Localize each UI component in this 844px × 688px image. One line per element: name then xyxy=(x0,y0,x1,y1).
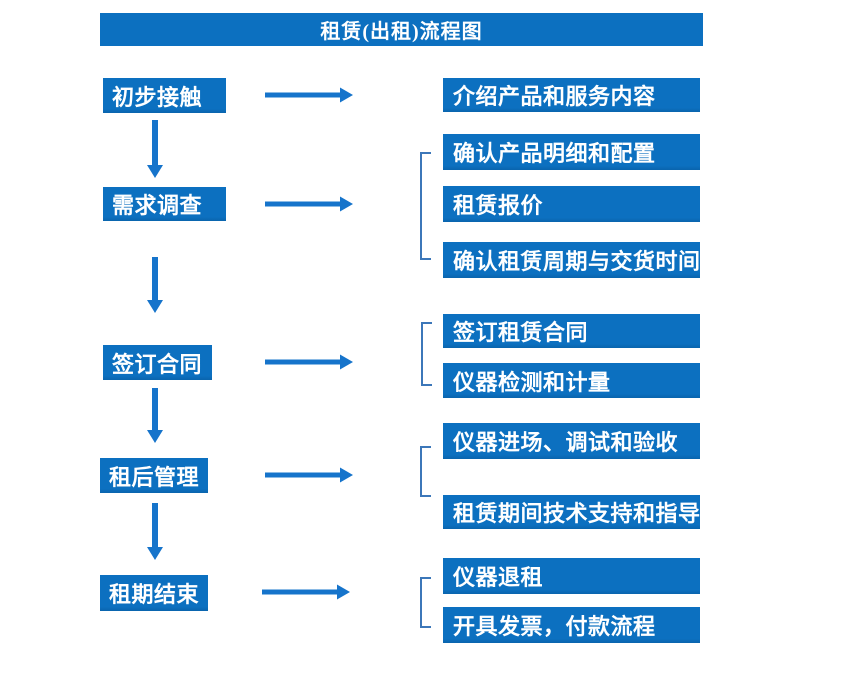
right-arrow xyxy=(262,584,350,600)
down-arrow xyxy=(147,388,163,443)
right-arrow xyxy=(265,467,353,483)
stage-box-initial-contact: 初步接触 xyxy=(103,78,226,113)
stage-box-needs-survey: 需求调查 xyxy=(103,187,226,221)
detail-box-confirm-rental-period: 确认租赁周期与交货时间 xyxy=(443,242,700,278)
stage-box-rental-end: 租期结束 xyxy=(100,575,208,611)
detail-box-introduce-products: 介绍产品和服务内容 xyxy=(443,78,700,112)
group-bracket-post-rental xyxy=(420,446,431,497)
down-arrow xyxy=(147,257,163,313)
detail-box-instrument-setup: 仪器进场、调试和验收 xyxy=(443,423,700,459)
flowchart-title: 租赁(出租)流程图 xyxy=(100,13,703,46)
stage-box-contract-signing: 签订合同 xyxy=(103,345,212,380)
detail-box-technical-support: 租赁期间技术支持和指导 xyxy=(443,495,700,529)
group-bracket-rental-end xyxy=(420,577,431,628)
down-arrow xyxy=(147,503,163,560)
detail-box-sign-rental-contract: 签订租赁合同 xyxy=(443,314,700,348)
right-arrow xyxy=(265,354,353,370)
detail-box-rental-quotation: 租赁报价 xyxy=(443,186,700,222)
stage-box-post-rental-management: 租后管理 xyxy=(100,458,208,493)
detail-box-confirm-product-details: 确认产品明细和配置 xyxy=(443,134,700,170)
detail-box-invoice-payment: 开具发票，付款流程 xyxy=(443,607,700,643)
right-arrow xyxy=(265,196,353,212)
detail-box-instrument-return: 仪器退租 xyxy=(443,558,700,594)
group-bracket-contract xyxy=(421,322,432,386)
detail-box-instrument-testing: 仪器检测和计量 xyxy=(443,363,700,398)
right-arrow xyxy=(265,87,353,103)
down-arrow xyxy=(147,120,163,178)
group-bracket-needs-survey xyxy=(420,152,431,260)
